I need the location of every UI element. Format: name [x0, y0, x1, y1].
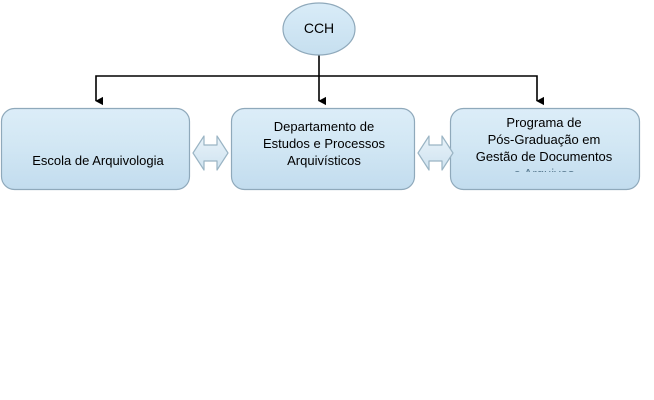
node-programa-pos-graduacao[interactable]: [449, 107, 641, 191]
node-cch[interactable]: [282, 2, 356, 56]
connector-cch-to-escola: [95, 75, 319, 106]
node-departamento-estudos[interactable]: [230, 107, 416, 191]
connector-escola-departamento-link[interactable]: [192, 135, 229, 171]
connector-departamento-programa-link[interactable]: [417, 135, 454, 171]
connector-cch-to-programa: [319, 75, 544, 106]
node-escola-arquivologia[interactable]: [0, 107, 191, 191]
